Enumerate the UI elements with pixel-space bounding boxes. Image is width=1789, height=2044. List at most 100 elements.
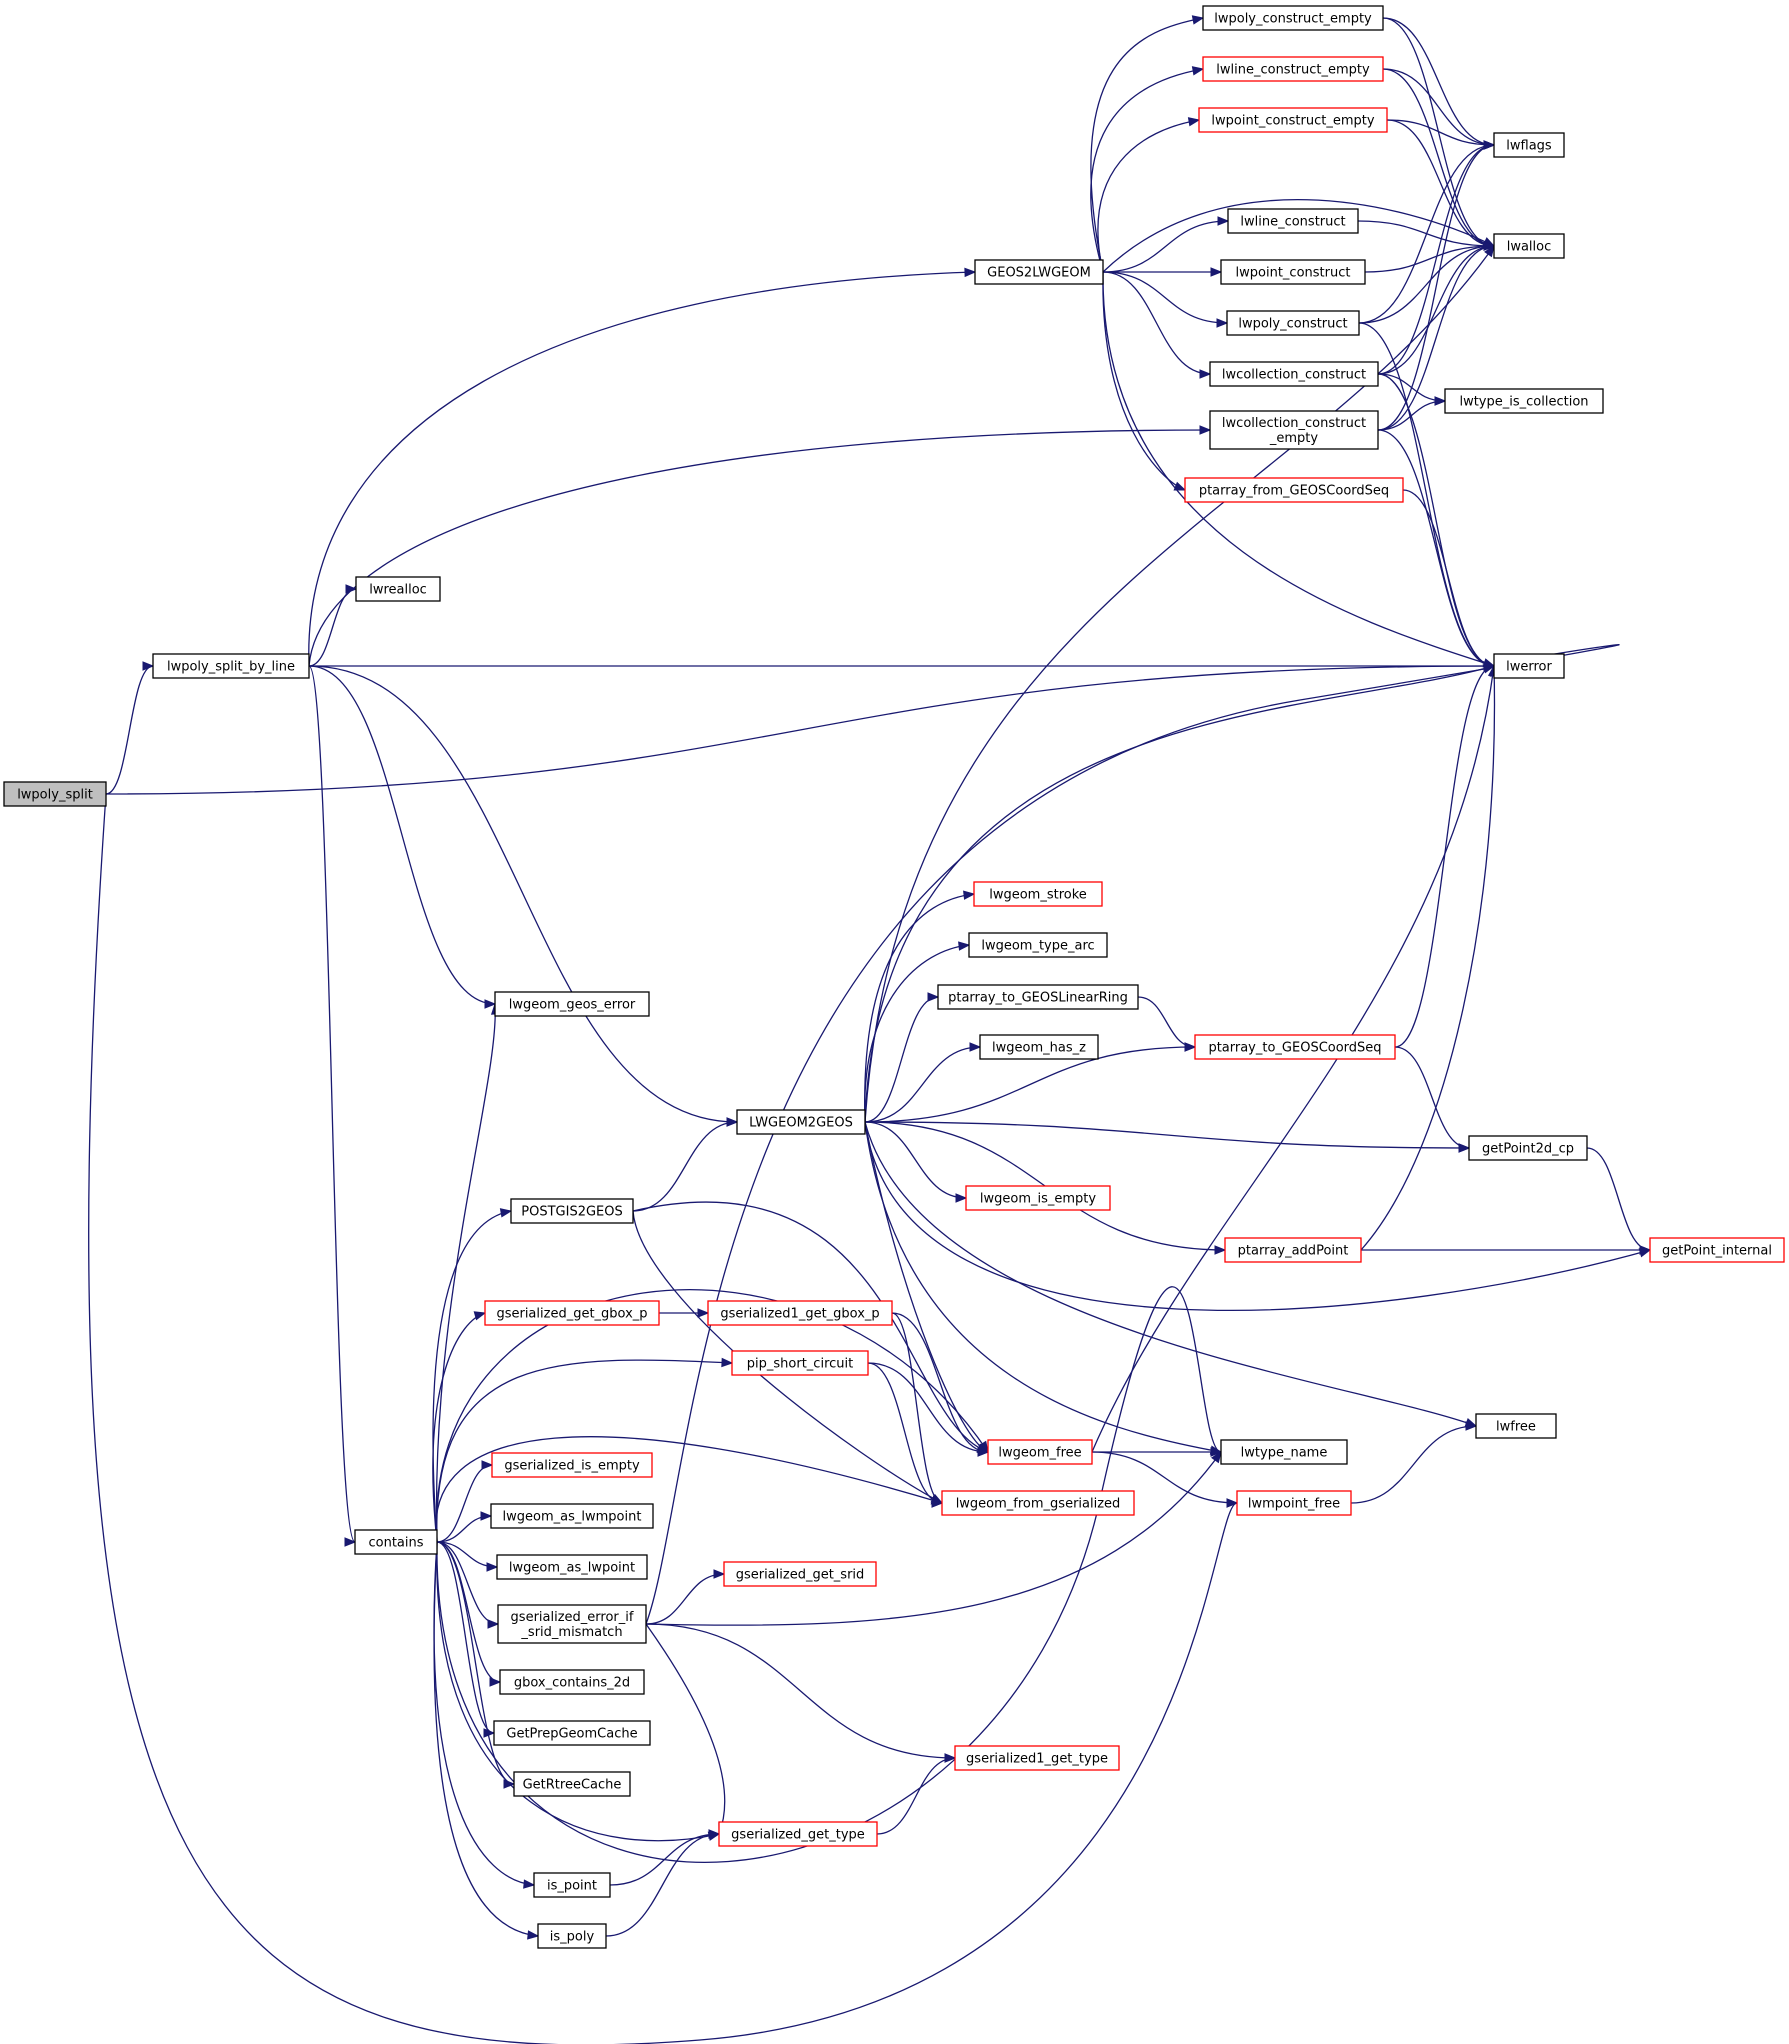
- node-lwgeom_geos_error[interactable]: lwgeom_geos_error: [494, 991, 650, 1017]
- node-box: [937, 984, 1139, 1010]
- node-is_poly[interactable]: is_poly: [537, 1923, 607, 1949]
- edge-arrowhead: [969, 1042, 982, 1052]
- node-lwpoly_split_by_line[interactable]: lwpoly_split_by_line: [152, 653, 310, 679]
- node-gserialized_get_srid[interactable]: gserialized_get_srid: [723, 1561, 877, 1587]
- node-LWGEOM2GEOS[interactable]: LWGEOM2GEOS: [736, 1109, 866, 1135]
- node-label: _srid_mismatch: [520, 1625, 622, 1640]
- edge-arrowhead: [481, 1460, 494, 1470]
- edge-arrowhead: [1458, 1143, 1471, 1153]
- node-lwgeom_is_empty[interactable]: lwgeom_is_empty: [965, 1185, 1111, 1211]
- node-gserialized_get_type[interactable]: gserialized_get_type: [718, 1821, 878, 1847]
- edge-arrowhead: [499, 1208, 513, 1218]
- node-gserialized_get_gbox_p[interactable]: gserialized_get_gbox_p: [484, 1300, 660, 1326]
- edge-arrowhead: [1199, 425, 1212, 435]
- node-gserialized1_get_gbox_p[interactable]: gserialized1_get_gbox_p: [707, 1300, 893, 1326]
- edge-contains-to-gserialized_error_if_srid_mismatch: [436, 1541, 500, 1629]
- node-lwfree[interactable]: lwfree: [1475, 1413, 1557, 1439]
- node-is_point[interactable]: is_point: [533, 1872, 611, 1898]
- node-lwpoly_split[interactable]: lwpoly_split: [3, 781, 107, 807]
- edge-lwpoly_split_by_line-to-lwgeom_geos_error: [308, 665, 497, 1009]
- node-label: ptarray_to_GEOSCoordSeq: [1208, 1041, 1381, 1056]
- node-box: [1475, 1413, 1557, 1439]
- edge-arrowhead: [931, 1498, 944, 1508]
- edge-ptarray_addPoint-to-getPoint_internal: [1361, 1245, 1652, 1255]
- edge-LWGEOM2GEOS-to-lwgeom_stroke: [864, 890, 976, 1123]
- node-gserialized1_get_type[interactable]: gserialized1_get_type: [954, 1745, 1120, 1771]
- node-lwtype_name[interactable]: lwtype_name: [1220, 1439, 1348, 1465]
- node-lwcollection_construct_empty[interactable]: lwcollection_construct_empty: [1209, 410, 1379, 450]
- node-lwpoint_construct[interactable]: lwpoint_construct: [1220, 259, 1366, 285]
- edge-arrowhead: [484, 999, 497, 1009]
- node-lwflags[interactable]: lwflags: [1493, 132, 1565, 158]
- node-GetRtreeCache[interactable]: GetRtreeCache: [513, 1771, 631, 1797]
- node-box: [1202, 56, 1384, 82]
- edge-arrowhead: [713, 1569, 726, 1579]
- node-ptarray_addPoint[interactable]: ptarray_addPoint: [1224, 1237, 1362, 1263]
- node-box: [1444, 388, 1604, 414]
- node-box: [499, 1669, 645, 1695]
- edge-gserialized_get_type-to-gserialized1_get_type: [876, 1753, 957, 1835]
- node-lwmpoint_free[interactable]: lwmpoint_free: [1236, 1490, 1352, 1516]
- edge-arrowhead: [142, 661, 155, 671]
- edge-arrowhead: [489, 1677, 502, 1687]
- node-ptarray_from_GEOSCoordSeq[interactable]: ptarray_from_GEOSCoordSeq: [1184, 477, 1404, 503]
- node-box: [491, 1452, 653, 1478]
- node-lwerror[interactable]: lwerror: [1493, 653, 1565, 679]
- edge-LWGEOM2GEOS-to-lwgeom_has_z: [864, 1042, 982, 1123]
- node-box: [1468, 1135, 1588, 1161]
- node-lwpoly_construct[interactable]: lwpoly_construct: [1226, 310, 1360, 336]
- node-getPoint2d_cp[interactable]: getPoint2d_cp: [1468, 1135, 1588, 1161]
- edge-arrowhead: [1184, 1042, 1197, 1052]
- edge-LWGEOM2GEOS-to-lwgeom_free: [864, 1121, 990, 1453]
- node-gserialized_error_if_srid_mismatch[interactable]: gserialized_error_if_srid_mismatch: [497, 1604, 647, 1644]
- node-gserialized_is_empty[interactable]: gserialized_is_empty: [491, 1452, 653, 1478]
- node-ptarray_to_GEOSCoordSeq[interactable]: ptarray_to_GEOSCoordSeq: [1194, 1034, 1396, 1060]
- node-lwgeom_free[interactable]: lwgeom_free: [987, 1439, 1093, 1465]
- node-lwgeom_from_gserialized[interactable]: lwgeom_from_gserialized: [941, 1490, 1135, 1516]
- node-GEOS2LWGEOM[interactable]: GEOS2LWGEOM: [974, 259, 1104, 285]
- node-lwgeom_as_lwmpoint[interactable]: lwgeom_as_lwmpoint: [490, 1503, 654, 1529]
- edge-arrowhead: [721, 1357, 734, 1368]
- node-label: ptarray_addPoint: [1238, 1244, 1349, 1259]
- node-ptarray_to_GEOSLinearRing[interactable]: ptarray_to_GEOSLinearRing: [937, 984, 1139, 1010]
- node-box: [1493, 653, 1565, 679]
- node-lwcollection_construct[interactable]: lwcollection_construct: [1209, 361, 1379, 387]
- node-lwline_construct_empty[interactable]: lwline_construct_empty: [1202, 56, 1384, 82]
- node-label: lwmpoint_free: [1248, 1497, 1340, 1512]
- node-lwgeom_has_z[interactable]: lwgeom_has_z: [979, 1034, 1099, 1060]
- node-lwpoly_construct_empty[interactable]: lwpoly_construct_empty: [1202, 5, 1384, 31]
- node-lwtype_is_collection[interactable]: lwtype_is_collection: [1444, 388, 1604, 414]
- node-label: gserialized_get_gbox_p: [496, 1307, 647, 1322]
- node-box: [1493, 132, 1565, 158]
- node-contains[interactable]: contains: [354, 1529, 438, 1555]
- edge-gserialized_error_if_srid_mismatch-to-gserialized1_get_type: [645, 1623, 957, 1763]
- edge-arrowhead: [964, 267, 977, 278]
- node-label: gserialized1_get_gbox_p: [720, 1307, 879, 1322]
- node-lwline_construct[interactable]: lwline_construct: [1227, 208, 1359, 234]
- node-label: lwflags: [1506, 139, 1552, 154]
- node-lwpoint_construct_empty[interactable]: lwpoint_construct_empty: [1198, 107, 1388, 133]
- edge-arrowhead: [726, 1117, 739, 1127]
- edge-gserialized_error_if_srid_mismatch-to-lwerror: [645, 643, 1620, 1625]
- node-label: lwpoint_construct: [1236, 266, 1351, 281]
- node-box: [354, 1529, 438, 1555]
- node-label: getPoint2d_cp: [1482, 1142, 1574, 1157]
- node-lwgeom_stroke[interactable]: lwgeom_stroke: [973, 881, 1103, 907]
- edge-arrowhead: [486, 1562, 499, 1572]
- node-label: GEOS2LWGEOM: [987, 266, 1091, 281]
- node-lwgeom_type_arc[interactable]: lwgeom_type_arc: [968, 932, 1108, 958]
- node-label: lwline_construct: [1240, 215, 1345, 230]
- node-POSTGIS2GEOS[interactable]: POSTGIS2GEOS: [510, 1198, 634, 1224]
- node-lwalloc[interactable]: lwalloc: [1493, 233, 1565, 259]
- edge-LWGEOM2GEOS-to-lwfree: [864, 1121, 1478, 1427]
- node-lwrealloc[interactable]: lwrealloc: [355, 576, 441, 602]
- node-lwgeom_as_lwpoint[interactable]: lwgeom_as_lwpoint: [496, 1554, 648, 1580]
- edge-layer: [88, 15, 1652, 2044]
- node-getPoint_internal[interactable]: getPoint_internal: [1649, 1237, 1785, 1263]
- node-label: lwpoint_construct_empty: [1211, 114, 1374, 129]
- node-gbox_contains_2d[interactable]: gbox_contains_2d: [499, 1669, 645, 1695]
- edge-ptarray_to_GEOSLinearRing-to-ptarray_to_GEOSCoordSeq: [1137, 996, 1197, 1052]
- node-GetPrepGeomCache[interactable]: GetPrepGeomCache: [493, 1720, 651, 1746]
- edge-arrowhead: [1484, 244, 1495, 258]
- node-pip_short_circuit[interactable]: pip_short_circuit: [731, 1350, 869, 1376]
